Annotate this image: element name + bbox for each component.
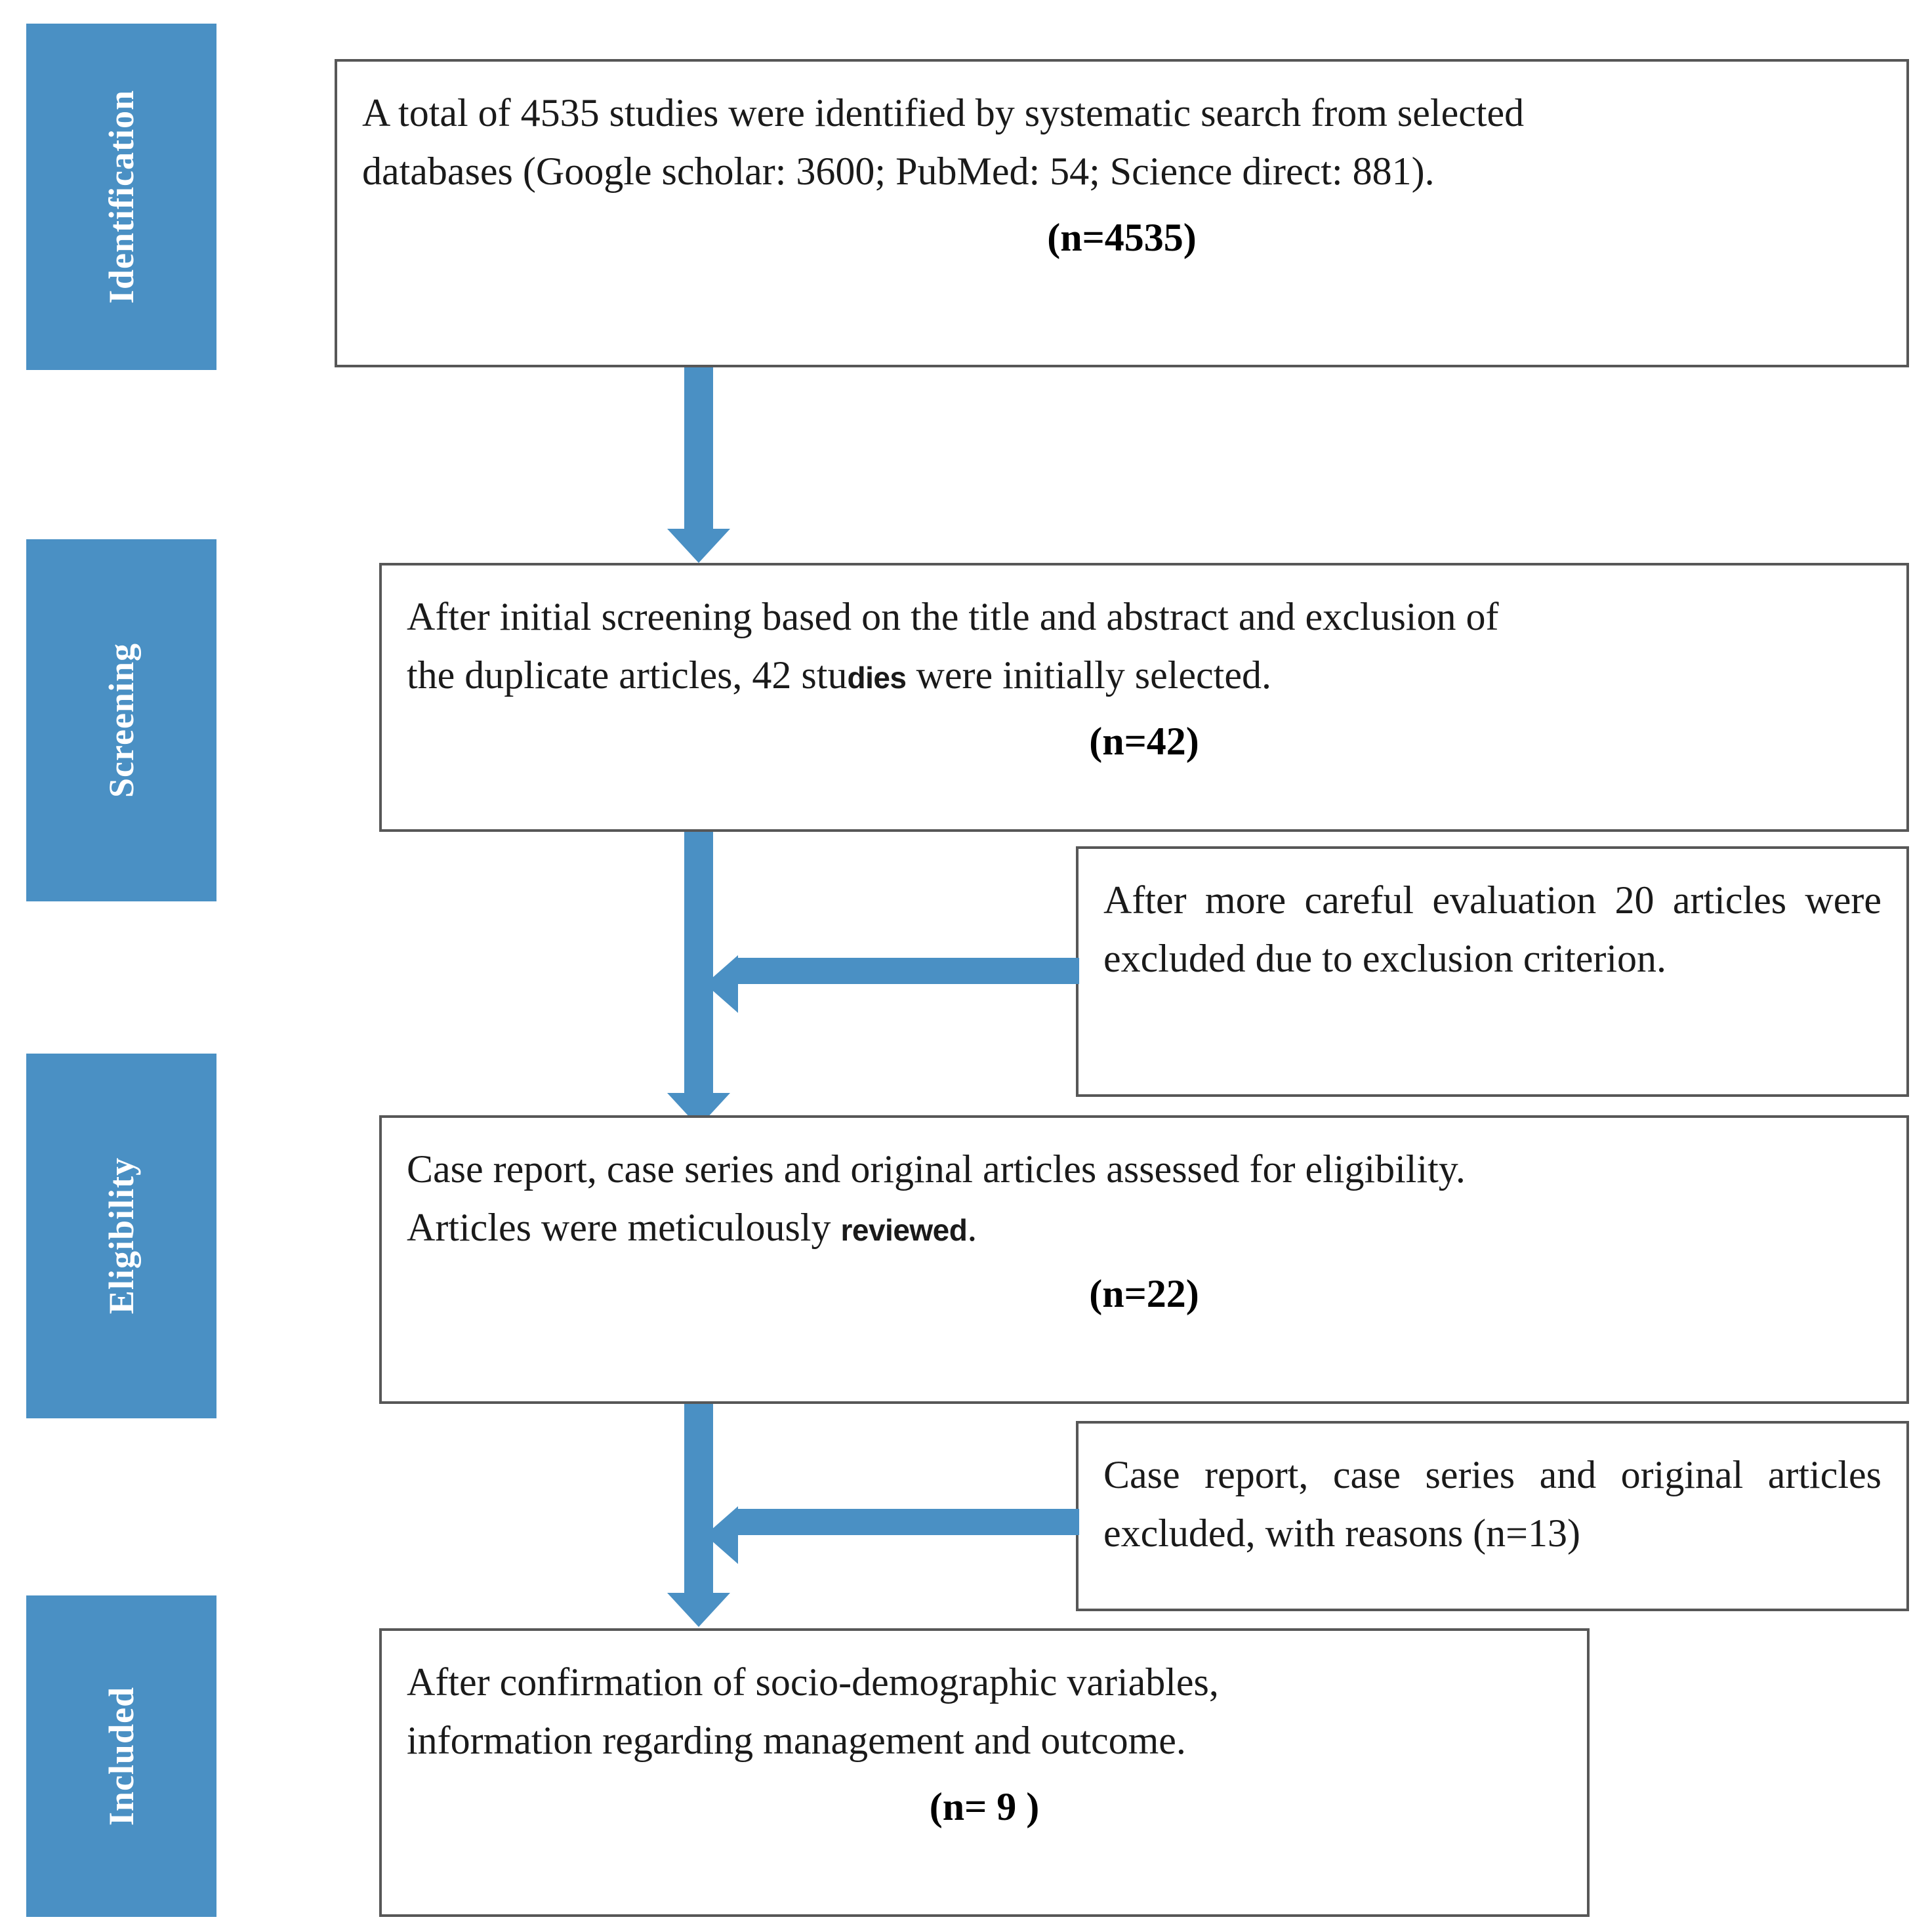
box-screening-line2-after: were initially selected. xyxy=(906,653,1271,697)
box-eligibility: Case report, case series and original ar… xyxy=(379,1115,1909,1404)
box-eligibility-line2-after: . xyxy=(967,1205,977,1249)
box-screening: After initial screening based on the tit… xyxy=(379,563,1909,832)
box-screening-line1: After initial screening based on the tit… xyxy=(407,595,1499,638)
stage-label-identification: Identification xyxy=(26,24,216,370)
box-identification-line1: A total of 4535 studies were identified … xyxy=(362,91,1525,134)
stage-label-screening-text: Screening xyxy=(102,643,141,798)
box-excluded-eligibility-text: Case report, case series and original ar… xyxy=(1103,1453,1881,1555)
box-included-count: (n= 9 ) xyxy=(929,1784,1040,1828)
arrow-shaft xyxy=(684,367,713,529)
arrow-shaft xyxy=(684,1404,713,1593)
stage-label-screening: Screening xyxy=(26,539,216,901)
box-eligibility-count: (n=22) xyxy=(1089,1271,1199,1315)
box-screening-line2-before: the duplicate articles, 42 stu xyxy=(407,653,848,697)
arrow-shaft xyxy=(738,1509,1079,1535)
box-included-line2: information regarding management and out… xyxy=(407,1718,1186,1762)
box-eligibility-line2-odd: reviewed xyxy=(840,1212,968,1247)
arrow-head-left-icon xyxy=(705,955,738,1013)
arrow-head-down-icon xyxy=(667,1593,730,1627)
box-identification-count: (n=4535) xyxy=(1047,215,1197,259)
stage-label-eligibility-text: Eligibility xyxy=(102,1157,141,1315)
box-excluded-eligibility: Case report, case series and original ar… xyxy=(1076,1421,1909,1611)
box-included: After confirmation of socio-demographic … xyxy=(379,1628,1590,1917)
box-identification: A total of 4535 studies were identified … xyxy=(335,59,1909,367)
stage-label-included: Included xyxy=(26,1595,216,1917)
box-identification-line2: databases (Google scholar: 3600; PubMed:… xyxy=(362,149,1435,193)
box-eligibility-line2-before: Articles were meticulously xyxy=(407,1205,841,1249)
box-eligibility-line1: Case report, case series and original ar… xyxy=(407,1147,1466,1191)
arrow-head-down-icon xyxy=(667,529,730,563)
stage-label-eligibility: Eligibility xyxy=(26,1054,216,1418)
box-screening-line2: the duplicate articles, 42 studies were … xyxy=(407,646,1881,705)
box-screening-count: (n=42) xyxy=(1089,719,1199,763)
box-screening-line2-odd: dies xyxy=(847,660,907,695)
arrow-head-left-icon xyxy=(705,1506,738,1564)
box-excluded-screening: After more careful evaluation 20 article… xyxy=(1076,846,1909,1097)
arrow-shaft xyxy=(738,958,1079,984)
box-excluded-screening-text: After more careful evaluation 20 article… xyxy=(1103,878,1881,980)
stage-label-identification-text: Identification xyxy=(102,89,141,304)
box-eligibility-line2: Articles were meticulously reviewed. xyxy=(407,1199,1881,1257)
stage-label-included-text: Included xyxy=(102,1686,141,1826)
box-included-line1: After confirmation of socio-demographic … xyxy=(407,1660,1219,1704)
